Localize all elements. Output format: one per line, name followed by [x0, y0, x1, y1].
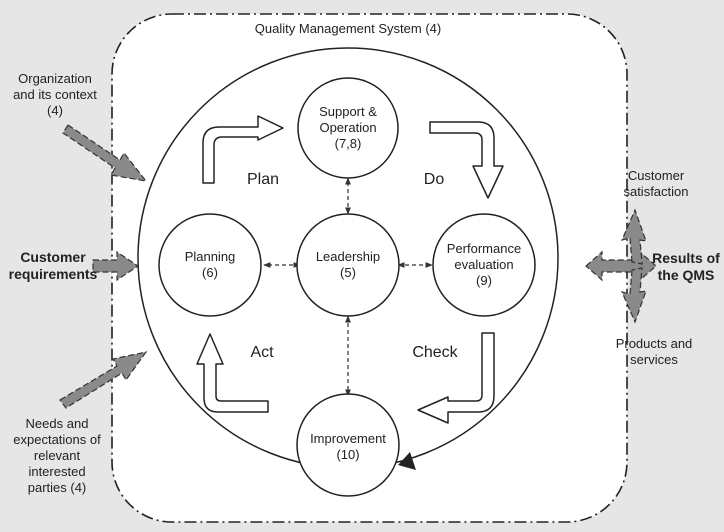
node-planning-circle	[158, 213, 262, 317]
input-needs-line-5: parties (4)	[27, 480, 87, 495]
output-results-label: Results of the QMS	[648, 250, 724, 284]
node-performance-line-2: evaluation	[454, 257, 514, 272]
output-products-label: Products and services	[600, 336, 708, 368]
check-arrow	[417, 332, 495, 424]
node-support-line-2: Operation	[319, 120, 377, 135]
node-improvement-circle	[296, 393, 400, 497]
input-needs-line-4: interested	[28, 464, 86, 479]
node-improvement-label: Improvement (10)	[293, 431, 403, 463]
output-arrow-results	[585, 208, 657, 324]
node-performance-circle	[432, 213, 536, 317]
node-planning-line-1: Planning	[184, 249, 236, 264]
act-arrow	[196, 333, 269, 413]
do-arrow	[429, 121, 504, 199]
input-arrow-organization	[62, 124, 148, 182]
cycle-arrowhead	[398, 452, 416, 470]
input-customer-requirements-line-1: Customer	[20, 249, 86, 265]
input-needs-line-1: Needs and	[25, 416, 89, 431]
input-needs-label: Needs and expectations of relevant inter…	[0, 416, 114, 496]
input-customer-requirements-label: Customer requirements	[2, 249, 104, 283]
node-performance-line-3: (9)	[476, 273, 492, 288]
input-organization-line-2: and its context	[13, 87, 97, 102]
cycle-act-label: Act	[250, 344, 274, 361]
plan-arrow	[202, 115, 284, 184]
node-support-label: Support & Operation (7,8)	[298, 104, 398, 152]
node-support-circle	[297, 77, 399, 179]
output-satisfaction-label: Customer satisfaction	[606, 168, 706, 200]
cycle-do-label: Do	[423, 171, 445, 188]
input-needs-line-2: expectations of	[13, 432, 101, 447]
input-organization-line-3: (4)	[47, 103, 63, 118]
node-leadership-circle	[296, 213, 400, 317]
cycle-check-label: Check	[412, 344, 458, 361]
node-improvement-line-2: (10)	[336, 447, 360, 462]
node-support-line-3: (7,8)	[334, 136, 362, 151]
node-leadership-line-2: (5)	[340, 265, 356, 280]
node-support-line-1: Support &	[319, 104, 377, 119]
qms-title: Quality Management System (4)	[254, 21, 442, 36]
output-products-line-2: services	[630, 352, 678, 367]
output-results-line-2: the QMS	[657, 267, 715, 283]
node-planning-label: Planning (6)	[160, 249, 260, 281]
node-performance-label: Performance evaluation (9)	[430, 241, 538, 289]
input-organization-line-1: Organization	[18, 71, 92, 86]
output-satisfaction-line-2: satisfaction	[623, 184, 689, 199]
node-leadership-line-1: Leadership	[315, 249, 381, 264]
output-satisfaction-line-1: Customer	[627, 168, 685, 183]
input-arrow-needs	[59, 351, 148, 409]
node-improvement-line-1: Improvement	[310, 431, 386, 446]
output-products-line-1: Products and	[615, 336, 693, 351]
input-organization-label: Organization and its context (4)	[2, 71, 108, 119]
output-results-line-1: Results of	[652, 250, 720, 266]
input-customer-requirements-line-2: requirements	[8, 266, 98, 282]
node-planning-line-2: (6)	[202, 265, 218, 280]
node-performance-line-1: Performance	[446, 241, 522, 256]
input-needs-line-3: relevant	[33, 448, 81, 463]
cycle-plan-label: Plan	[246, 171, 280, 188]
input-arrow-customer-requirements	[92, 250, 140, 282]
node-leadership-label: Leadership (5)	[298, 249, 398, 281]
